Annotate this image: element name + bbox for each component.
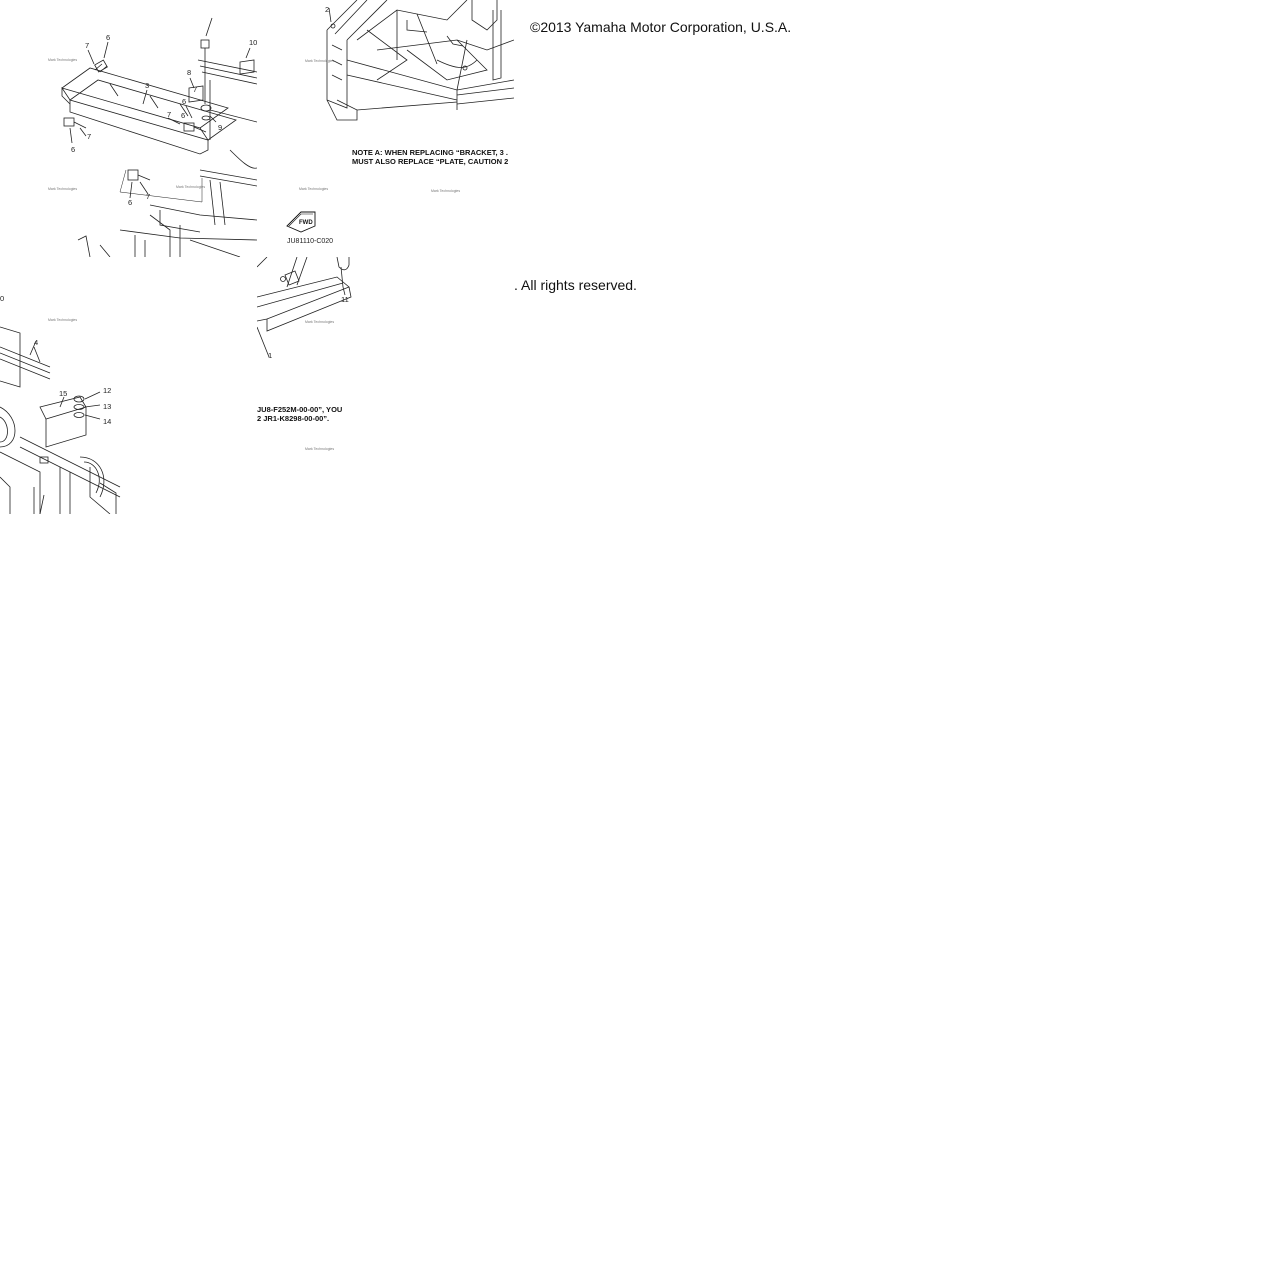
callout-11: 11 (341, 295, 349, 304)
watermark: Mark Technologies (48, 58, 77, 62)
callout-9: 9 (218, 123, 222, 132)
callout-0: 0 (0, 294, 4, 303)
watermark: Mark Technologies (48, 187, 77, 191)
callout-7: 7 (146, 192, 150, 201)
callout-10: 10 (249, 38, 257, 47)
callout-7: 7 (85, 41, 89, 50)
watermark: Mark Technologies (176, 185, 205, 189)
watermark: Mark Technologies (48, 318, 77, 322)
diagram-code: JU81110-C020 (287, 238, 333, 245)
forward-label: FWD (299, 220, 313, 226)
watermark: Mark Technologies (305, 320, 334, 324)
callout-7: 7 (193, 85, 197, 94)
callout-7: 7 (167, 110, 171, 119)
watermark: Mark Technologies (305, 447, 334, 451)
callout-6: 6 (182, 97, 186, 106)
bracket-detail-drawing: 0 4 15 12 13 14 Mark Technologies (0, 294, 121, 514)
diagram-tile-bottom-left: 0 4 15 12 13 14 Mark Technologies (0, 257, 257, 514)
callout-1: 1 (268, 351, 272, 360)
rights-text: . All rights reserved. (514, 277, 637, 293)
note-line: JU8-F252M-00-00”, YOU (257, 405, 343, 414)
callout-6: 6 (128, 198, 132, 207)
vehicle-frame-drawing: 2 Mark Technologies Mark Technologies Ma… (286, 0, 514, 245)
note-a-bottom: JU8-F252M-00-00”, YOU 2 JR1-K8298-00-00”… (257, 405, 342, 423)
forward-arrow-icon: FWD (286, 211, 316, 233)
diagram-tile-top-right: 2 Mark Technologies Mark Technologies Ma… (257, 0, 514, 257)
watermark: Mark Technologies (431, 189, 460, 193)
note-line: MUST ALSO REPLACE “PLATE, CAUTION 2 (352, 157, 509, 166)
front-bumper-drawing: 1 11 Mark Technologies Mark Technologies (257, 257, 352, 451)
note-line: 2 JR1-K8298-00-00”. (257, 414, 330, 423)
callout-4: 4 (34, 338, 38, 347)
frame-bracket-drawing: 7 6 3 6 7 7 6 8 7 6 9 10 6 7 Mark Techno… (48, 17, 257, 257)
watermark: Mark Technologies (305, 59, 334, 63)
callout-14: 14 (103, 417, 111, 426)
callout-6: 6 (71, 145, 75, 154)
callout-2: 2 (325, 5, 329, 14)
callout-6: 6 (106, 33, 110, 42)
diagram-tile-top-left: 7 6 3 6 7 7 6 8 7 6 9 10 6 7 Mark Techno… (0, 0, 257, 257)
note-line: NOTE A: WHEN REPLACING “BRACKET, 3 . (352, 148, 508, 157)
callout-8: 8 (187, 68, 191, 77)
note-a-top: NOTE A: WHEN REPLACING “BRACKET, 3 . MUS… (352, 148, 508, 166)
callout-3: 3 (145, 81, 149, 90)
callout-13: 13 (103, 402, 111, 411)
copyright-text: ©2013 Yamaha Motor Corporation, U.S.A. (530, 19, 792, 35)
callout-15: 15 (59, 389, 67, 398)
callout-6: 6 (181, 111, 185, 120)
callout-labels: 7 6 3 6 7 7 6 8 7 6 9 10 6 7 (71, 33, 257, 207)
diagram-tile-bottom-right: 1 11 Mark Technologies Mark Technologies… (257, 257, 514, 514)
callout-12: 12 (103, 386, 111, 395)
callout-7: 7 (87, 132, 91, 141)
watermark: Mark Technologies (299, 187, 328, 191)
